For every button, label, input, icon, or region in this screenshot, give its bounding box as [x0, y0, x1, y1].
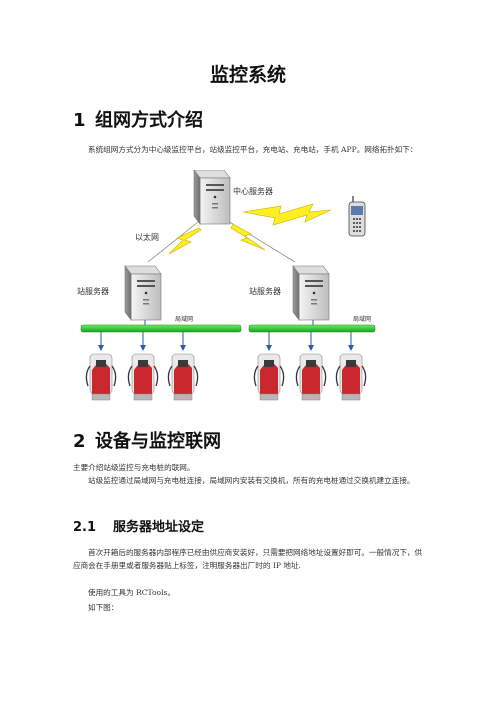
ethernet-link-left-icon	[168, 227, 202, 255]
link-center-to-left	[147, 217, 204, 263]
lan-left-label: 局域网	[175, 315, 193, 323]
station-server-left-icon	[124, 265, 162, 321]
section-1-number: 1	[73, 110, 86, 131]
network-topology-diagram: 中心服务器 以太网 站服务器	[73, 170, 429, 405]
charging-pile-icon	[253, 353, 285, 401]
section-2-paragraph-2: 站级监控通过局域网与充电桩连接，局域网内安装有交换机，所有的充电桩通过交换机建立…	[88, 476, 415, 485]
section-2-1-heading: 2.1 服务器地址设定	[73, 516, 204, 535]
section-2-title: 设备与监控联网	[95, 431, 221, 452]
section-2-1-number: 2.1	[73, 520, 97, 535]
section-1-paragraph: 系统组网方式分为中心级监控平台，站级监控平台，充电站、充电站，手机 APP。网络…	[88, 145, 418, 154]
section-1-title: 组网方式介绍	[95, 110, 203, 131]
charging-pile-icon	[167, 353, 199, 401]
lan-bar-left	[80, 324, 242, 333]
mobile-phone-icon	[348, 196, 366, 237]
wireless-link-icon	[242, 203, 332, 226]
section-2-heading: 2 设备与监控联网	[73, 427, 221, 453]
station-server-right-icon	[292, 265, 330, 321]
charging-pile-icon	[335, 353, 367, 401]
section-1-heading: 1 组网方式介绍	[73, 106, 203, 132]
lan-bar-right	[248, 324, 376, 333]
charging-pile-icon	[127, 353, 159, 401]
section-2-paragraph-1: 主要介绍站级监控与充电桩的联网。	[73, 463, 195, 472]
document-title: 监控系统	[209, 64, 286, 86]
section-2-number: 2	[73, 431, 86, 452]
station-server-right-label: 站服务器	[249, 286, 281, 296]
section-2-1-paragraph-2: 使用的工具为 RCTools。	[88, 588, 176, 597]
center-server-label: 中心服务器	[233, 186, 273, 196]
section-2-1-title: 服务器地址设定	[113, 520, 205, 535]
section-2-1-paragraph-3: 如下图：	[88, 603, 119, 612]
charging-pile-icon	[295, 353, 327, 401]
center-server-icon	[193, 170, 231, 225]
lan-right-label: 局域网	[353, 315, 371, 323]
ethernet-label: 以太网	[135, 232, 159, 242]
section-2-1-paragraph-1: 首次开箱后的服务器内部程序已经由供应商安装好，只需要把网络地址设置好即可。一般情…	[73, 548, 423, 570]
charging-pile-icon	[85, 353, 117, 401]
station-server-left-label: 站服务器	[77, 286, 109, 296]
ethernet-link-right-icon	[230, 223, 266, 251]
